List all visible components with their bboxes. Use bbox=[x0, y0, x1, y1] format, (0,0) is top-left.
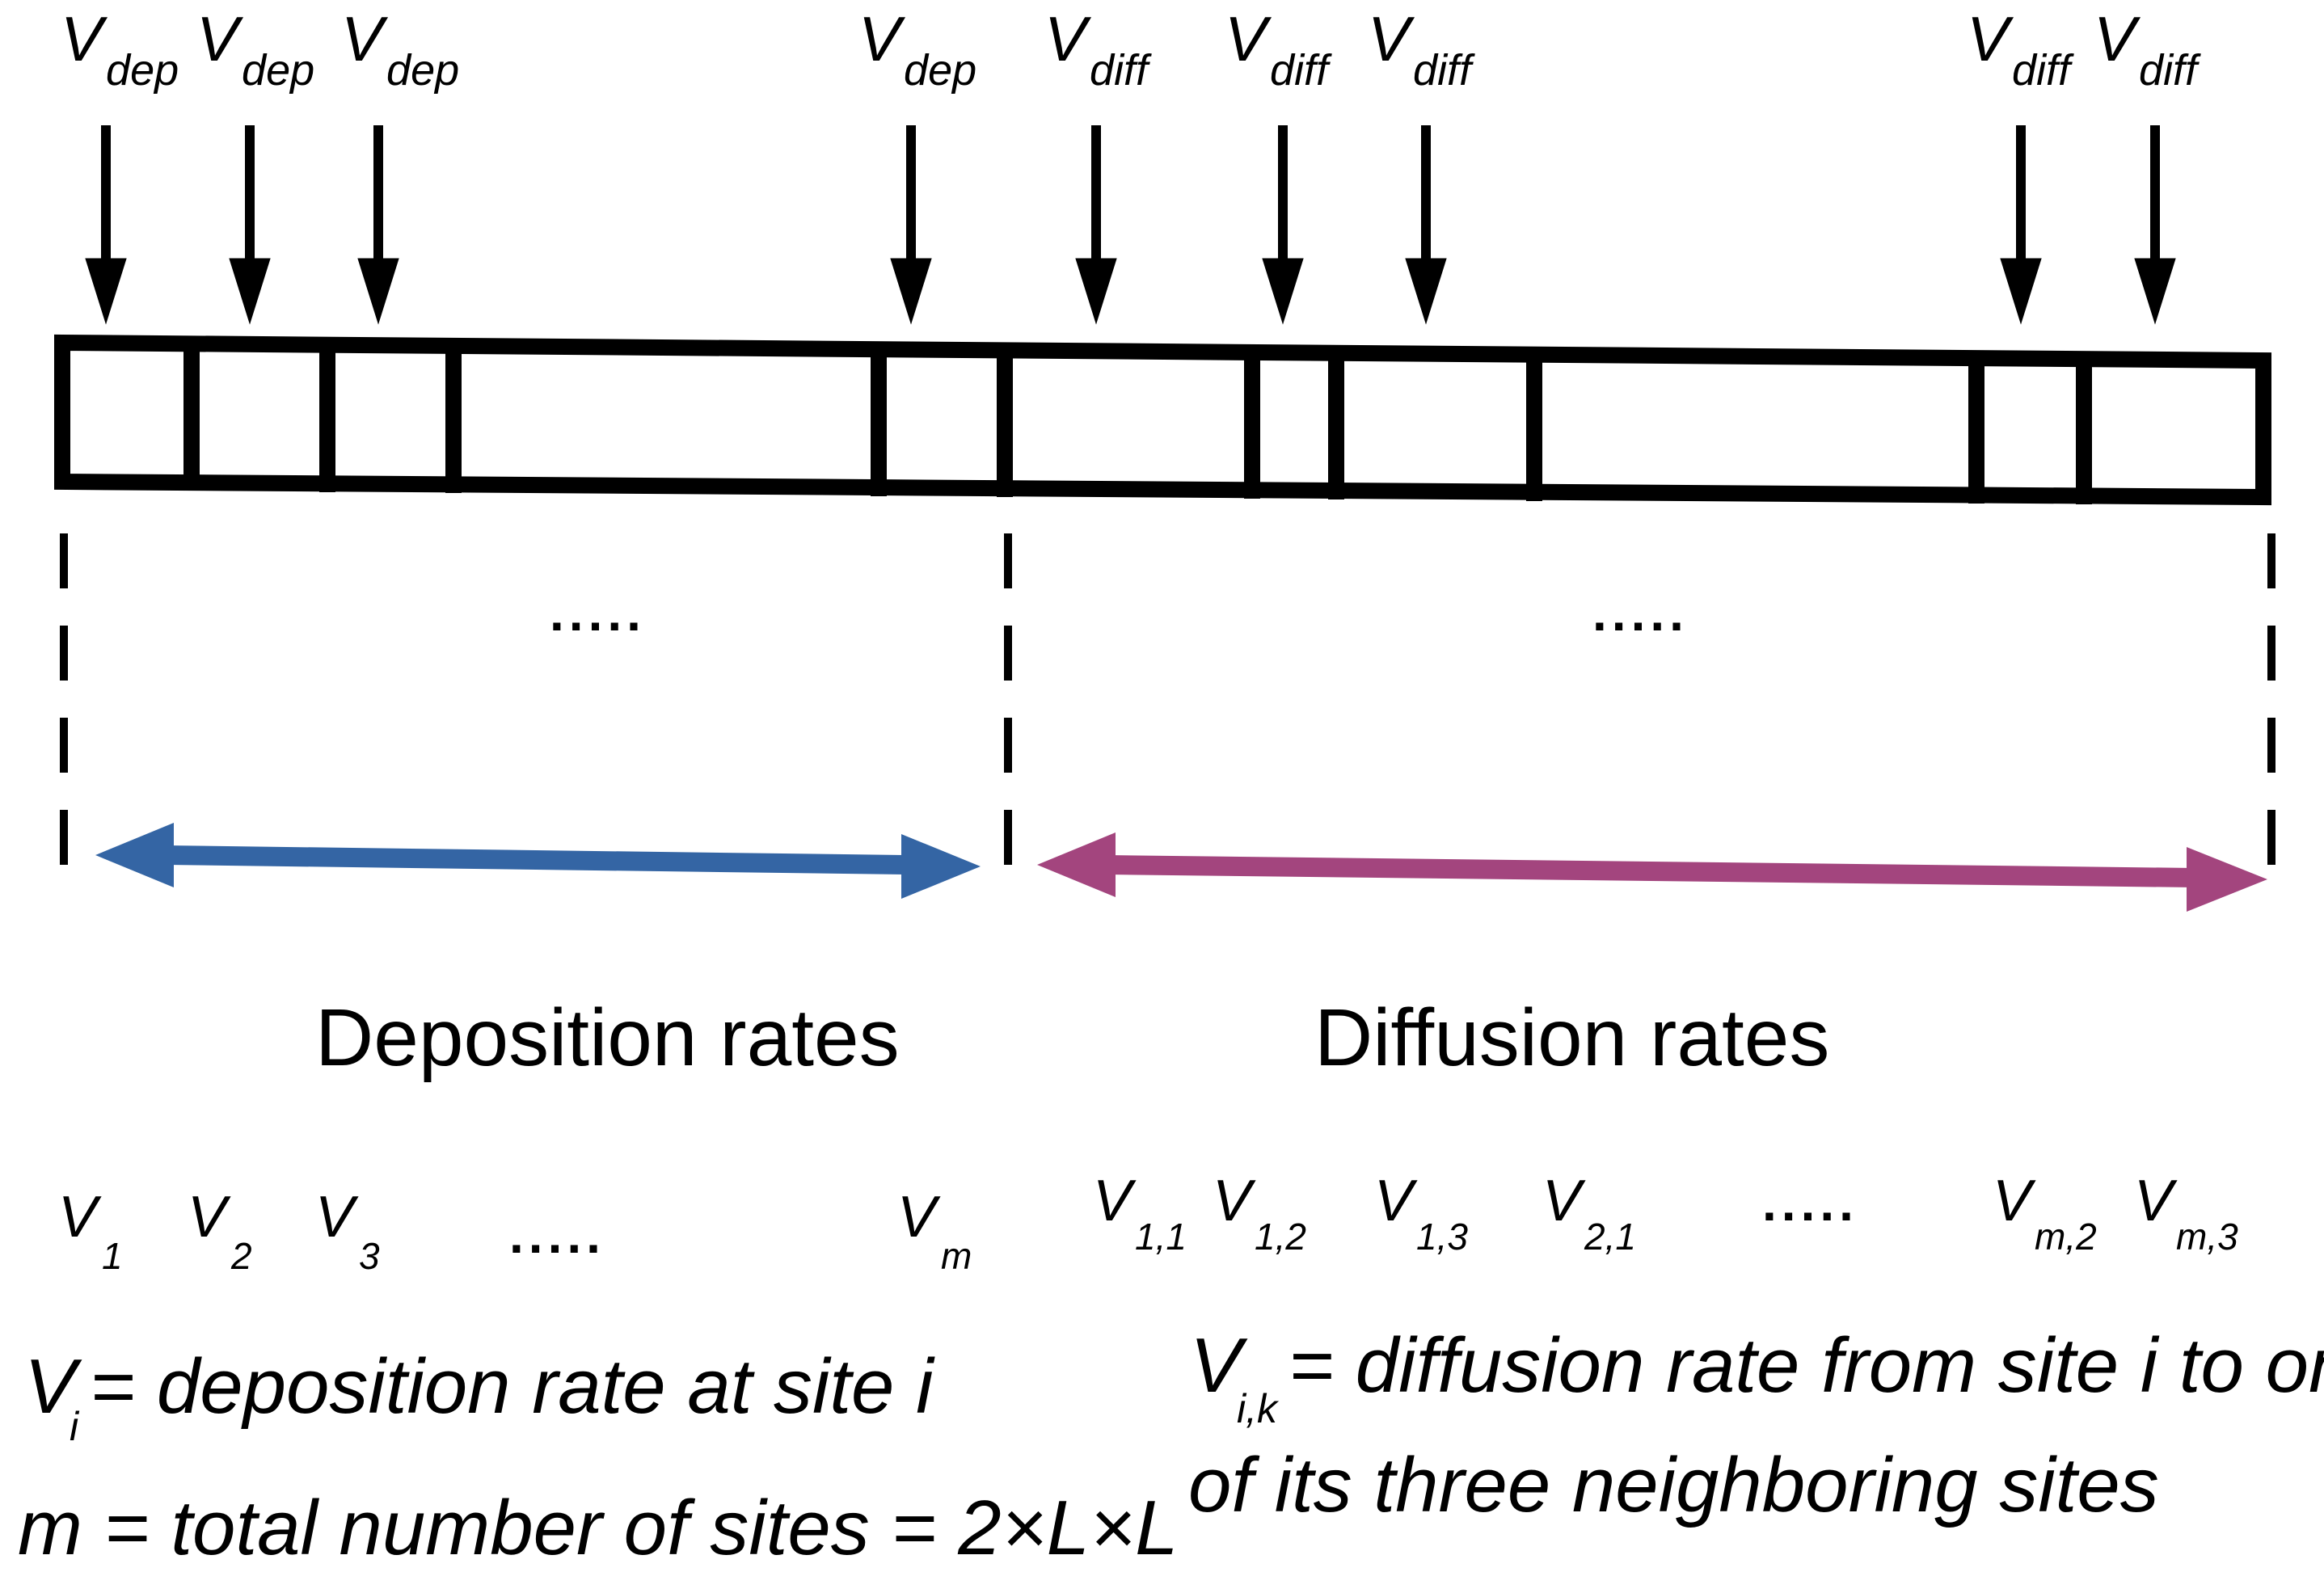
diffusion-arrowhead-left bbox=[1037, 832, 1116, 897]
rate-label-ellipsis-deposition: ..... bbox=[509, 1206, 605, 1264]
bottom-rate-labels: V1 V2 V3 ..... Vm V1,1 V1,2 V1,3 V2,1 ..… bbox=[58, 1169, 2238, 1277]
rate-array-bar bbox=[54, 334, 2271, 506]
down-arrow-1 bbox=[85, 125, 127, 325]
rate-label-vm2: Vm,2 bbox=[1993, 1169, 2097, 1258]
down-arrow-5 bbox=[1075, 125, 1117, 325]
rate-label-v1: V1 bbox=[58, 1185, 123, 1277]
rate-label-v12: V1,2 bbox=[1213, 1169, 1306, 1258]
definition-vi: Vi= deposition rate at site i bbox=[24, 1343, 935, 1449]
deposition-rates-label: Deposition rates bbox=[315, 993, 900, 1083]
rate-label-v21: V2,1 bbox=[1542, 1169, 1636, 1258]
top-marker-dep-2: Vdep bbox=[196, 3, 314, 95]
down-arrow-7 bbox=[1405, 125, 1447, 325]
diffusion-rates-label: Diffusion rates bbox=[1314, 993, 1829, 1083]
down-arrow-8 bbox=[2000, 125, 2042, 325]
definition-vik-line1: Vi,k= diffusion rate from site i to one bbox=[1190, 1322, 2324, 1431]
down-arrow-9 bbox=[2134, 125, 2176, 325]
deposition-arrow-shaft bbox=[165, 845, 906, 875]
deposition-arrowhead-left bbox=[95, 823, 174, 887]
array-ellipsis-deposition: ..... bbox=[550, 584, 646, 642]
rate-label-vm: Vm bbox=[897, 1185, 972, 1277]
top-marker-diff-2: Vdiff bbox=[1225, 3, 1332, 95]
top-marker-labels: Vdep Vdep Vdep Vdep Vdiff Vdiff Vdiff Vd… bbox=[61, 3, 2201, 95]
down-arrow-2 bbox=[229, 125, 271, 325]
deposition-range-arrow bbox=[95, 823, 981, 899]
top-marker-diff-5: Vdiff bbox=[2094, 3, 2201, 95]
rate-label-ellipsis-diffusion: ..... bbox=[1762, 1174, 1858, 1232]
down-arrows bbox=[85, 125, 2176, 325]
rate-label-v2: V2 bbox=[188, 1185, 252, 1277]
top-marker-dep-3: Vdep bbox=[341, 3, 459, 95]
definition-m: m = total number of sites = 2×L×L bbox=[18, 1485, 1179, 1571]
top-marker-diff-1: Vdiff bbox=[1044, 3, 1152, 95]
down-arrow-4 bbox=[890, 125, 932, 325]
deposition-arrowhead-right bbox=[901, 834, 981, 899]
diffusion-range-arrow bbox=[1037, 832, 2267, 912]
top-marker-dep-4: Vdep bbox=[858, 3, 976, 95]
diffusion-arrowhead-right bbox=[2187, 847, 2267, 912]
definition-vik-line2: of its three neighboring sites bbox=[1188, 1442, 2159, 1528]
diffusion-arrow-shaft bbox=[1107, 855, 2195, 887]
top-marker-diff-3: Vdiff bbox=[1368, 3, 1475, 95]
dashed-separators bbox=[60, 533, 2275, 889]
down-arrow-6 bbox=[1262, 125, 1304, 325]
rate-label-v11: V1,1 bbox=[1093, 1169, 1187, 1258]
top-marker-dep-1: Vdep bbox=[61, 3, 179, 95]
rate-label-v3: V3 bbox=[315, 1185, 380, 1277]
top-marker-diff-4: Vdiff bbox=[1967, 3, 2074, 95]
rate-array-outline bbox=[54, 334, 2271, 506]
rate-label-vm3: Vm,3 bbox=[2134, 1169, 2238, 1258]
definitions-legend: Vi= deposition rate at site i m = total … bbox=[18, 1322, 2324, 1571]
down-arrow-3 bbox=[357, 125, 399, 325]
array-ellipsis-diffusion: ..... bbox=[1592, 584, 1689, 642]
rate-label-v13: V1,3 bbox=[1374, 1169, 1468, 1258]
